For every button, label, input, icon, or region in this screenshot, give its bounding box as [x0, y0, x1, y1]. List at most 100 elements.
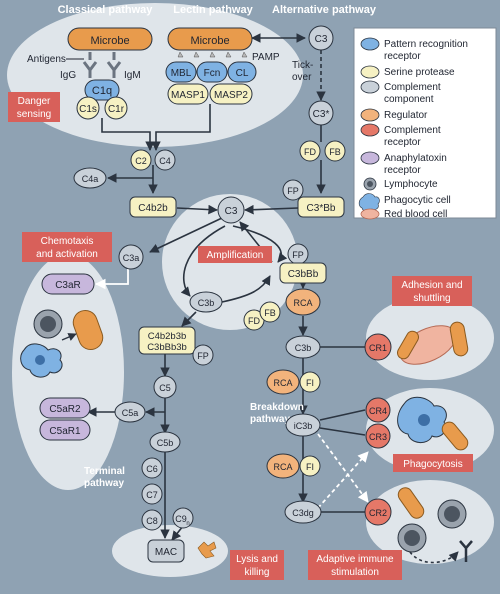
breakdown-label-1: Breakdown — [250, 402, 304, 413]
fp-mid-node: FP — [287, 243, 309, 265]
svg-text:Anaphylatoxin: Anaphylatoxin — [384, 153, 447, 164]
phagocytosis-callout: Phagocytosis — [393, 454, 473, 472]
svg-text:C7: C7 — [146, 490, 158, 500]
svg-text:C2: C2 — [135, 156, 147, 166]
svg-text:Red blood cell: Red blood cell — [384, 209, 447, 220]
fi1-node: FI — [299, 371, 321, 393]
svg-text:FP: FP — [197, 351, 209, 361]
phagocyte-icon — [20, 343, 63, 378]
svg-text:C5: C5 — [159, 383, 171, 393]
svg-text:C3aR: C3aR — [55, 280, 81, 291]
svg-text:Complement: Complement — [384, 82, 441, 93]
cr2-to-lymph-dashed — [409, 551, 459, 564]
svg-text:C5aR2: C5aR2 — [49, 404, 81, 415]
danger-callout: Danger sensing — [8, 92, 60, 122]
svg-text:RCA: RCA — [273, 462, 292, 472]
legend-anaphylatoxin-item: Anaphylatoxin receptor — [360, 151, 447, 176]
c4b2b-node: C4b2b — [129, 196, 177, 218]
fi2-node: FI — [299, 455, 321, 477]
callouts: Danger sensing Chemotaxis and activation… — [8, 92, 473, 580]
igg-label: IgG — [60, 70, 76, 81]
svg-text:C3bBb3b: C3bBb3b — [147, 342, 187, 353]
svg-text:FI: FI — [306, 462, 314, 472]
legend-phagocyte-item: Phagocytic cell — [358, 193, 451, 212]
svg-text:RCA: RCA — [293, 298, 312, 308]
fp-low-node: FP — [192, 344, 214, 366]
c9-node: C9 n — [172, 507, 194, 529]
legend-box — [353, 27, 497, 219]
svg-text:receptor: receptor — [384, 165, 421, 176]
fp-top-node: FP — [282, 179, 304, 201]
svg-text:C5b: C5b — [157, 438, 174, 448]
adaptive-cells — [397, 487, 473, 562]
alternative-header: Alternative pathway — [272, 4, 377, 16]
svg-text:MASP2: MASP2 — [214, 90, 248, 101]
ic3b-to-cr2-white — [317, 433, 369, 503]
svg-text:Serine protease: Serine protease — [384, 67, 455, 78]
pamp-stars — [177, 51, 248, 58]
svg-text:C4b2b: C4b2b — [138, 203, 168, 214]
classical-header: Classical pathway — [58, 4, 154, 16]
legend: Pattern recognition receptor Serine prot… — [353, 27, 497, 220]
c4-node: C4 — [154, 149, 176, 171]
svg-text:CR2: CR2 — [369, 508, 387, 518]
igm-label: IgM — [124, 70, 141, 81]
c1r-node: C1r — [104, 96, 128, 120]
c1-to-c2c4-arrow — [101, 118, 155, 151]
svg-text:CR4: CR4 — [369, 406, 387, 416]
svg-text:Pattern recognition: Pattern recognition — [384, 39, 468, 50]
svg-text:component: component — [384, 94, 434, 105]
amplification-callout: Amplification — [198, 246, 272, 263]
c3b-mid-node: C3b — [189, 291, 223, 313]
legend-receptor-item: Complement receptor — [360, 123, 441, 148]
svg-text:C5a: C5a — [122, 408, 139, 418]
amp-loop-left — [180, 225, 226, 297]
c3b-right-node: C3b — [285, 335, 321, 359]
svg-text:CR1: CR1 — [369, 343, 387, 353]
svg-text:C8: C8 — [146, 516, 158, 526]
fd-top-node: FD — [299, 140, 321, 162]
svg-text:C1q: C1q — [92, 85, 112, 97]
svg-text:iC3b: iC3b — [294, 421, 313, 431]
white-arrows — [94, 268, 369, 509]
chemotaxis-callout: Chemotaxis and activation — [22, 232, 112, 262]
c5a-node: C5a — [114, 401, 146, 423]
legend-component-item: Complement component — [360, 80, 441, 105]
svg-text:C4b2b3b: C4b2b3b — [148, 331, 187, 342]
pathway-headers: Classical pathway Lectin pathway Alterna… — [58, 4, 377, 16]
svg-text:FP: FP — [292, 250, 304, 260]
c5b-node: C5b — [149, 431, 181, 453]
tickover-label-2: over — [292, 72, 312, 83]
terminal-label-2: pathway — [84, 478, 124, 489]
svg-text:C4: C4 — [159, 156, 171, 166]
svg-text:C3a: C3a — [123, 253, 140, 263]
initiation-region — [7, 3, 303, 147]
svg-text:Regulator: Regulator — [384, 110, 428, 121]
c5ar2-node: C5aR2 — [39, 397, 91, 419]
svg-text:receptor: receptor — [384, 51, 421, 62]
nodes: Microbe Microbe Antigens IgG IgM PAMP C1… — [20, 25, 473, 563]
c1s-node: C1s — [76, 96, 100, 120]
svg-text:FD: FD — [304, 147, 316, 157]
cr4-node: CR4 — [365, 397, 391, 423]
adaptive-callout: Adaptive immune stimulation — [308, 550, 402, 580]
cl-node: CL — [227, 61, 257, 83]
svg-text:C3bBb: C3bBb — [288, 269, 319, 280]
fb-mid-node: FB — [259, 301, 281, 323]
svg-text:FB: FB — [329, 147, 341, 157]
legend-rbc-item: Red blood cell — [360, 208, 447, 220]
c3-top-node: C3 — [308, 25, 334, 51]
legend-pattern-item: Pattern recognition receptor — [360, 37, 468, 62]
terminal-label-1: Terminal — [84, 466, 125, 477]
svg-text:n: n — [186, 521, 189, 527]
breakdown-label-2: pathway — [250, 414, 290, 425]
antigens-label: Antigens — [27, 54, 66, 65]
legend-regulator-item: Regulator — [360, 108, 428, 122]
rca2-node: RCA — [266, 369, 300, 395]
amp-to-c5conv-arrow — [181, 311, 197, 327]
svg-text:shuttling: shuttling — [413, 293, 450, 304]
c3star-node: C3* — [308, 100, 334, 126]
pore-icon — [197, 541, 217, 559]
